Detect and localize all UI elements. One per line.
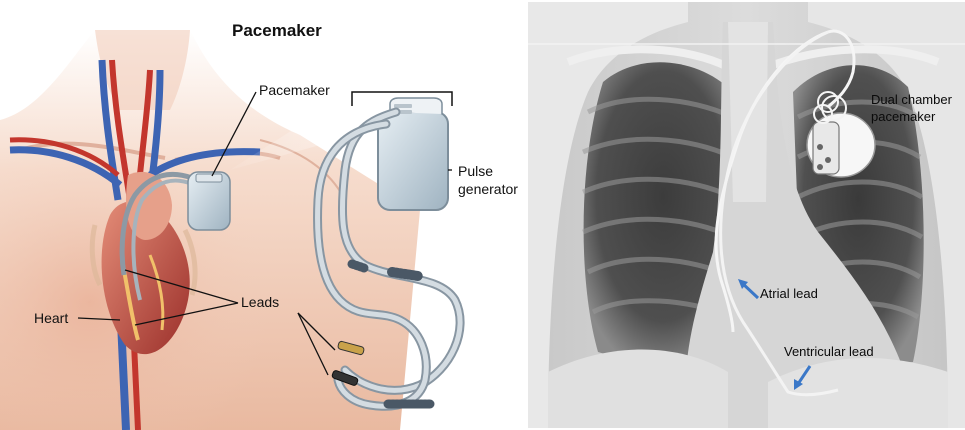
ventricular-lead-arrow [794, 366, 810, 390]
xray-arrows [528, 2, 965, 428]
illustration-artwork [0, 0, 520, 430]
ventricular-lead-label: Ventricular lead [784, 344, 874, 359]
pulse-generator-label-line2: generator [458, 181, 518, 198]
atrial-lead-arrow [738, 279, 758, 298]
pacemaker-illustration: Pacemaker Pacemaker Pulse generator Lead… [0, 0, 520, 430]
implanted-pacemaker [188, 172, 230, 230]
leads-label: Leads [241, 294, 279, 311]
dual-chamber-label-line2: pacemaker [871, 109, 935, 124]
illustration-title: Pacemaker [232, 21, 322, 41]
dual-chamber-label-line1: Dual chamber [871, 92, 952, 107]
heart-label: Heart [34, 310, 68, 327]
atrial-lead-label: Atrial lead [760, 286, 818, 301]
pulse-generator-label-line1: Pulse [458, 163, 493, 180]
pacemaker-label: Pacemaker [259, 82, 330, 99]
chest-xray-image: Dual chamber pacemaker Atrial lead Ventr… [528, 2, 965, 428]
